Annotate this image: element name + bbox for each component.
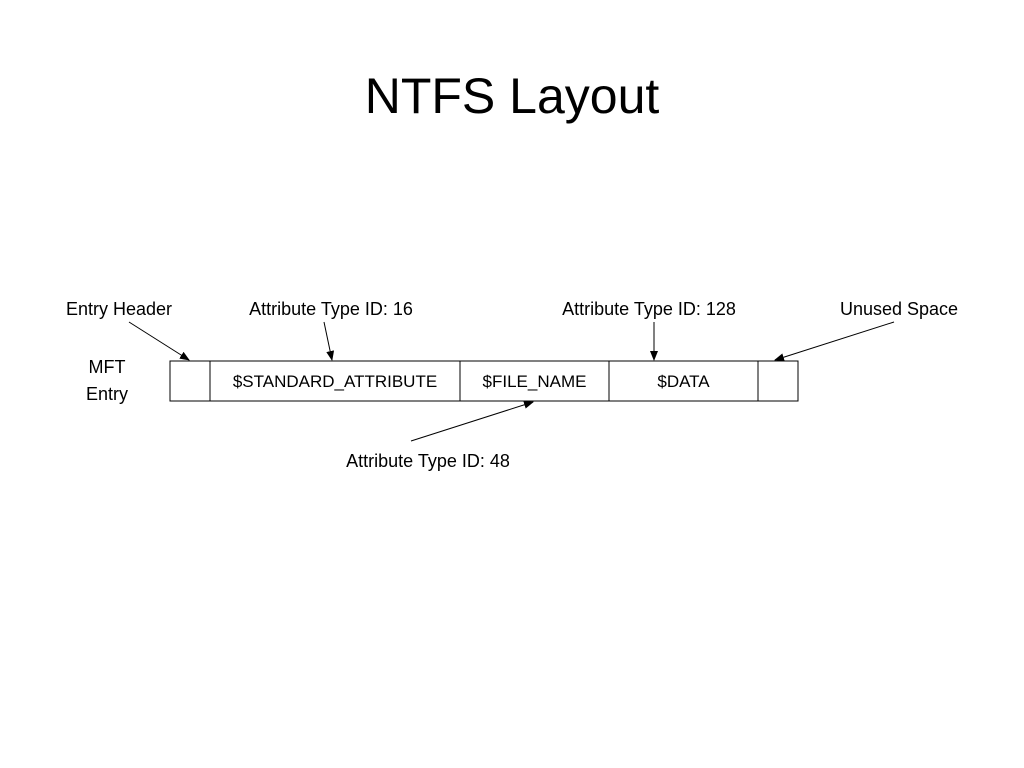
attribute-type-128-callout: Attribute Type ID: 128	[562, 299, 736, 319]
mft-entry-row: $STANDARD_ATTRIBUTE $FILE_NAME $DATA	[169, 360, 799, 402]
unused-space-arrow	[774, 321, 895, 362]
mft-entry-label-line2: Entry	[86, 384, 128, 404]
entry-header-cell	[169, 360, 211, 402]
mft-entry-label-line1: MFT	[89, 357, 126, 377]
file-name-cell	[459, 360, 610, 402]
attribute-type-16-arrow	[323, 321, 335, 361]
attribute-type-48-callout: Attribute Type ID: 48	[346, 451, 510, 471]
standard-attribute-cell	[209, 360, 461, 402]
entry-header-callout: Entry Header	[66, 299, 172, 319]
data-cell	[608, 360, 759, 402]
slide-title: NTFS Layout	[364, 68, 660, 124]
entry-header-arrow	[128, 321, 190, 361]
standard-attribute-label: $STANDARD_ATTRIBUTE	[233, 372, 437, 391]
attribute-type-48-arrow	[410, 400, 534, 442]
unused-space-cell	[757, 360, 799, 402]
attribute-type-16-callout: Attribute Type ID: 16	[249, 299, 413, 319]
data-label: $DATA	[657, 372, 710, 391]
file-name-label: $FILE_NAME	[483, 372, 587, 391]
unused-space-callout: Unused Space	[840, 299, 958, 319]
